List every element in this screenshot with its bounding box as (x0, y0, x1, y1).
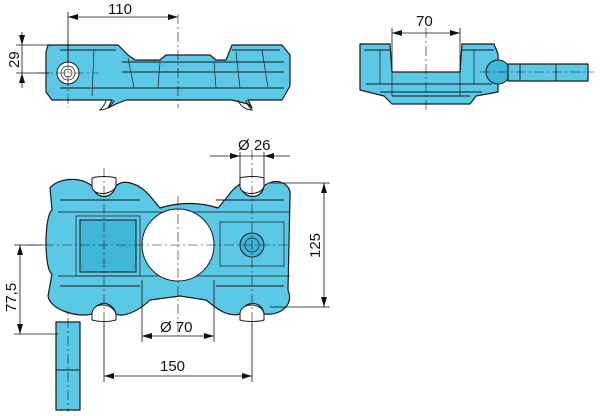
dimension-125: 125 (270, 182, 330, 308)
dim-110-label: 110 (108, 1, 132, 18)
dimension-77-5: 77,5 (3, 244, 58, 335)
dimension-d26: Ø 26 (210, 137, 290, 184)
dimension-29: 29 (6, 32, 50, 88)
dim-d26-label: Ø 26 (238, 137, 271, 154)
plan-view (26, 150, 291, 412)
dim-29-label: 29 (6, 51, 23, 68)
dim-125-label: 125 (307, 233, 324, 258)
dim-77-5-label: 77,5 (3, 283, 20, 312)
side-view-left (38, 14, 291, 111)
front-view-right (359, 28, 594, 110)
dim-d70-label: Ø 70 (160, 319, 193, 336)
plan-left-window (79, 219, 137, 273)
front-pin (507, 63, 589, 82)
dim-150-label: 150 (160, 358, 185, 375)
dimension-d70: Ø 70 (141, 280, 215, 342)
dimension-110: 110 (67, 1, 178, 62)
dimension-150: 150 (103, 322, 253, 382)
dim-70-top-label: 70 (416, 13, 433, 30)
dimension-70-top: 70 (391, 13, 461, 72)
